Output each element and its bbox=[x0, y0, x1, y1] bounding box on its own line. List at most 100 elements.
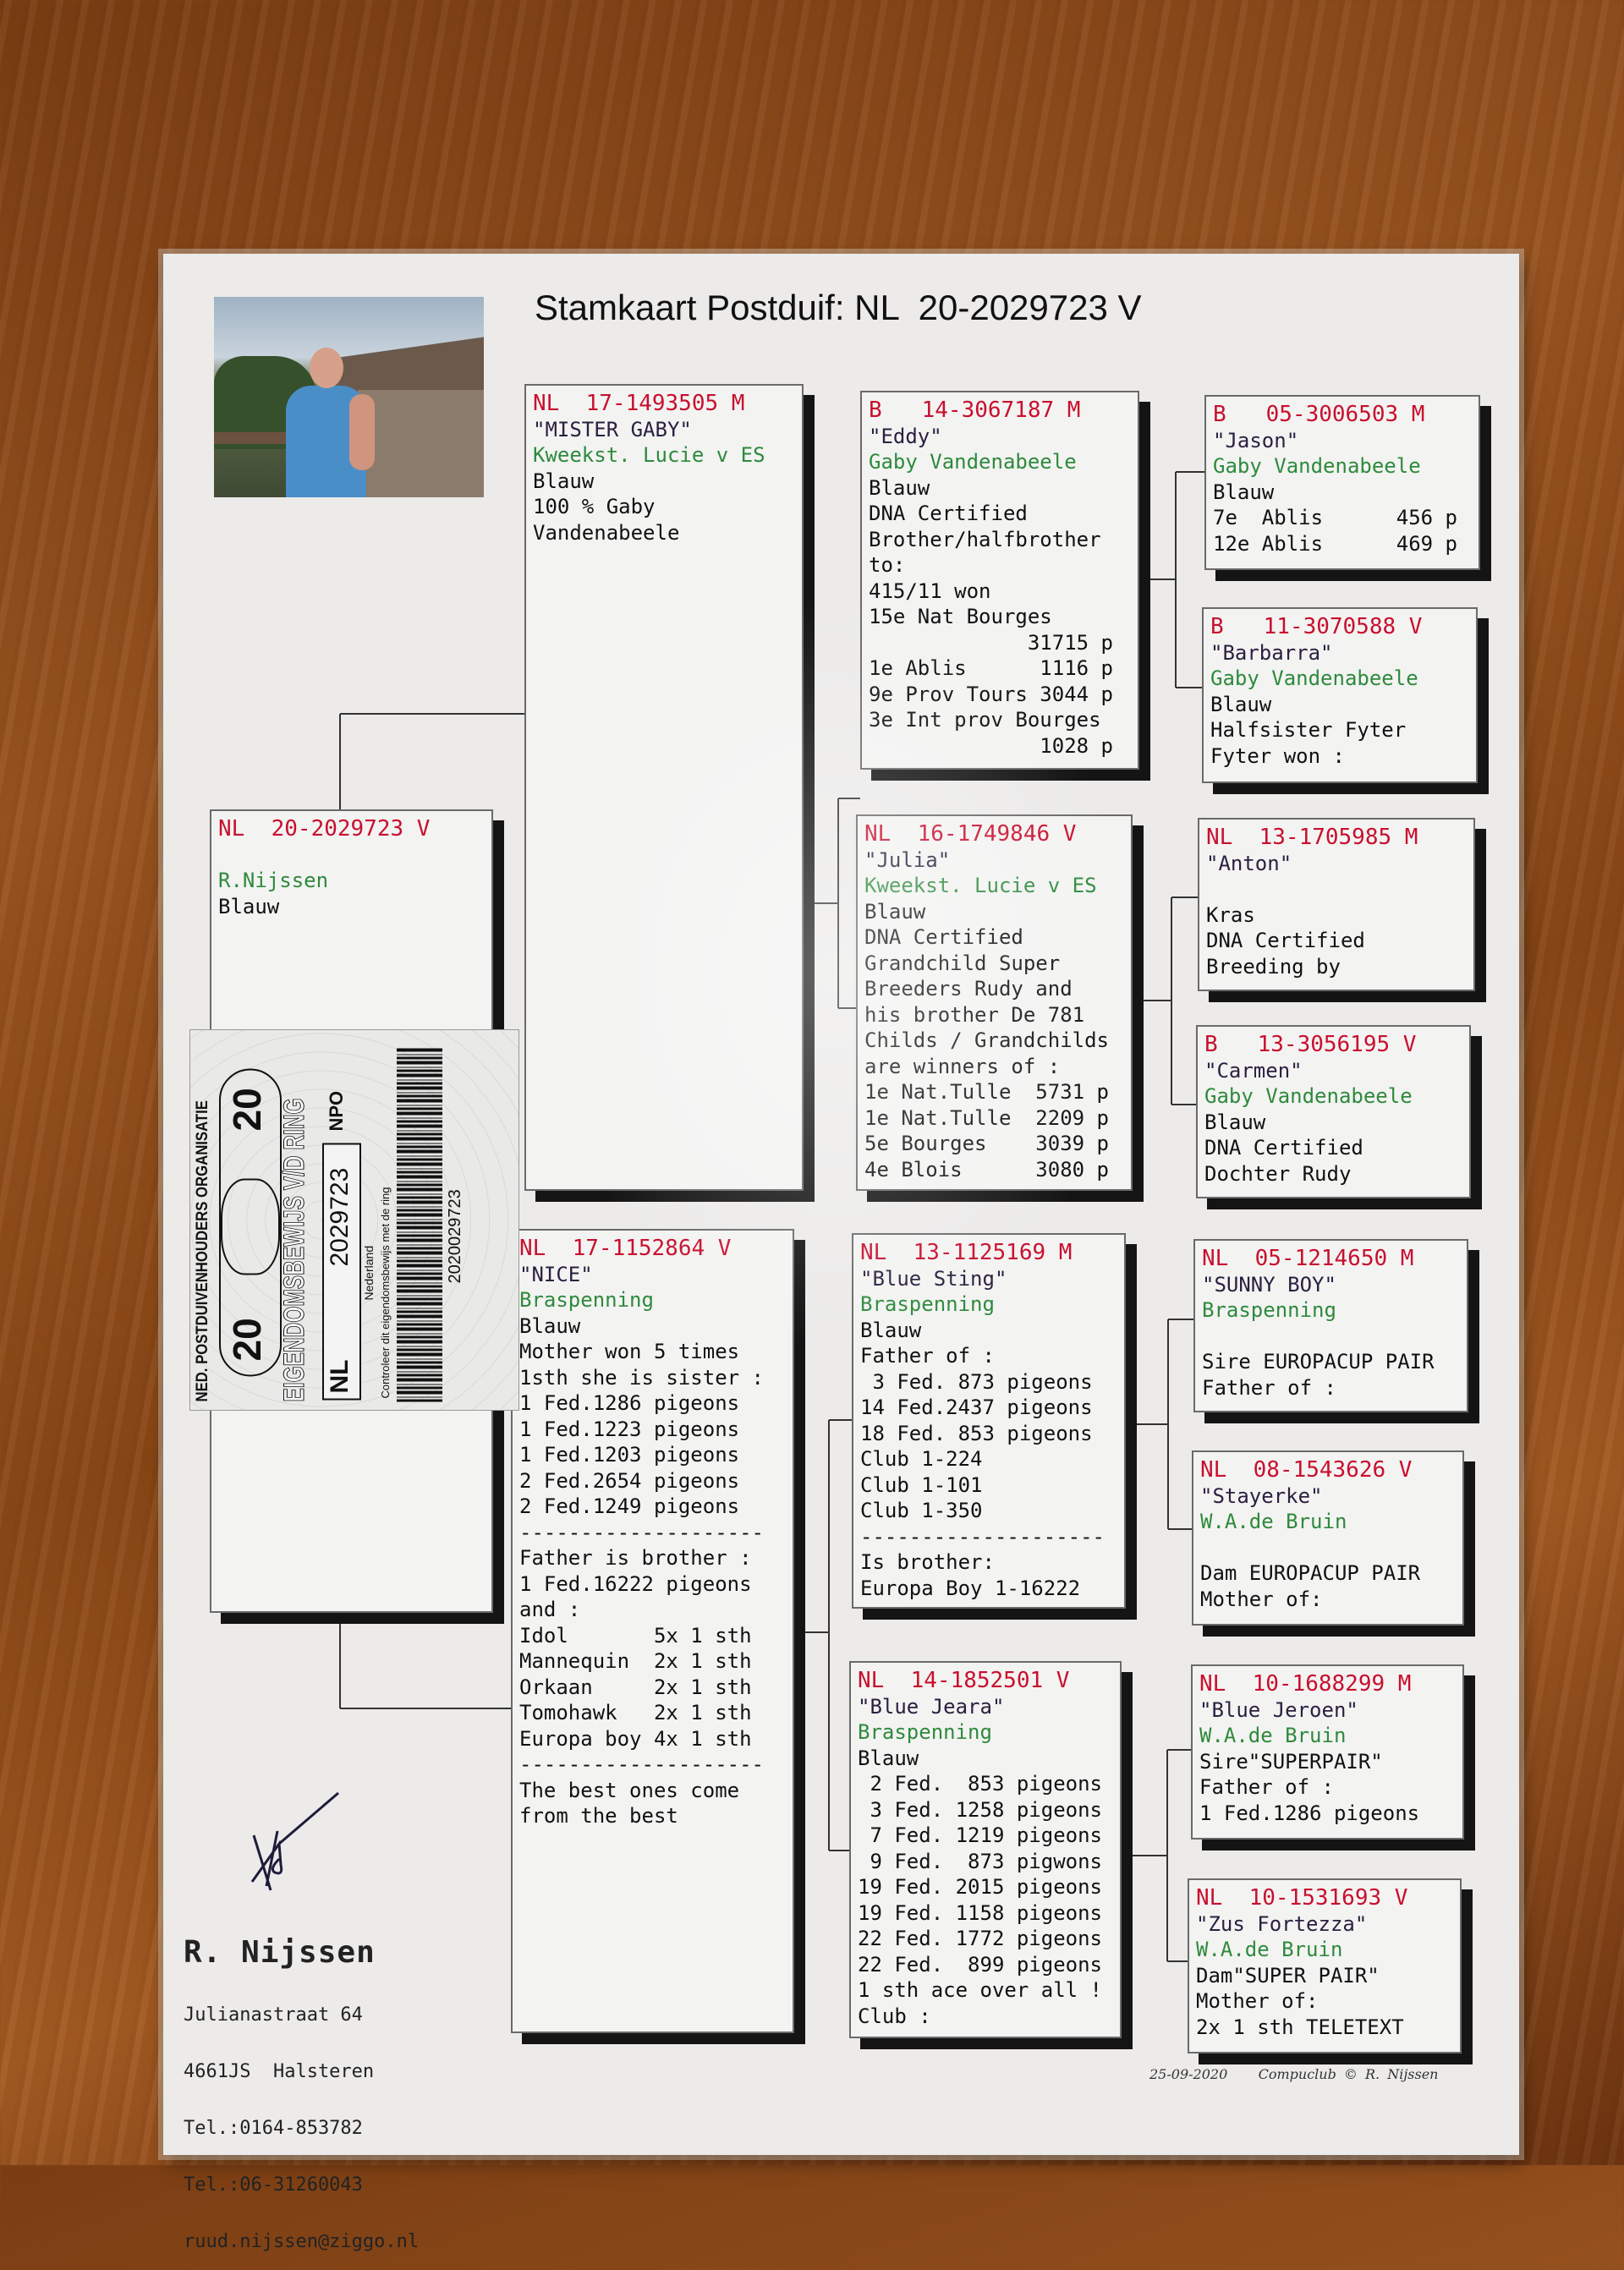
ring-number: NL 08-1543626 V bbox=[1200, 1457, 1413, 1483]
info-line: Sire EUROPACUP PAIR bbox=[1202, 1350, 1435, 1374]
pigeon-name: "Zus Fortezza" bbox=[1196, 1911, 1368, 1936]
card-ring-number: 2029723 bbox=[326, 1167, 354, 1266]
info-line: Blauw bbox=[858, 1746, 919, 1770]
info-line: DNA Certified bbox=[1206, 929, 1365, 952]
pigeon-box-gen4-7: NL 10-1688299 M"Blue Jeroen"W.A.de Bruin… bbox=[1191, 1664, 1464, 1840]
pigeon-name: "Jason" bbox=[1213, 428, 1299, 452]
info-line: Father of : bbox=[1199, 1775, 1334, 1799]
info-line: Breeding by bbox=[1206, 954, 1341, 979]
breeder: Kweekst. Lucie v ES bbox=[864, 874, 1097, 897]
lion-emblem-icon bbox=[221, 1178, 280, 1275]
info-line: Vandenabeele bbox=[533, 520, 680, 545]
info-line: 22 Fed. 1772 pigeons bbox=[858, 1927, 1102, 1950]
info-line: 2 Fed. 853 pigeons bbox=[858, 1772, 1102, 1796]
info-line: from the best bbox=[519, 1804, 678, 1828]
pigeon-box-sire-dam: NL 16-1749846 V"Julia"Kweekst. Lucie v E… bbox=[856, 814, 1133, 1191]
info-line: Blauw bbox=[864, 899, 926, 924]
info-line: Club 1-101 bbox=[860, 1472, 983, 1497]
info-line: Grandchild Super bbox=[864, 951, 1061, 975]
info-line: Mother of: bbox=[1196, 1989, 1319, 2013]
info-line: 19 Fed. 2015 pigeons bbox=[858, 1875, 1102, 1899]
info-line: 2 Fed.1249 pigeons bbox=[519, 1494, 740, 1518]
pigeon-box-gen4-2: B 11-3070588 V"Barbarra"Gaby Vandenabeel… bbox=[1202, 607, 1478, 783]
info-line: Blauw bbox=[860, 1318, 922, 1342]
card-organisation: NED. POSTDUIVENHOUDERS ORGANISATIE bbox=[194, 1099, 211, 1401]
info-line: 12e Ablis 469 p bbox=[1213, 531, 1457, 556]
info-line: 9e Prov Tours 3044 p bbox=[869, 682, 1113, 706]
info-line: his brother De 781 bbox=[864, 1002, 1085, 1027]
info-line: 15e Nat Bourges bbox=[869, 605, 1052, 628]
info-line: Mother won 5 times bbox=[519, 1340, 740, 1363]
barcode bbox=[397, 1046, 442, 1401]
card-heading: EIGENDOMSBEWIJS V/D RING bbox=[278, 1097, 311, 1401]
info-line: 5e Bourges 3039 p bbox=[864, 1132, 1109, 1155]
info-line: Dochter Rudy bbox=[1204, 1161, 1352, 1186]
ring-number: NL 17-1493505 M bbox=[533, 391, 745, 416]
pigeon-name: "Carmen" bbox=[1204, 1058, 1303, 1083]
breeder: Gaby Vandenabeele bbox=[1210, 666, 1418, 690]
ring-number: NL 10-1531693 V bbox=[1196, 1885, 1408, 1911]
pigeon-name: "Eddy" bbox=[869, 424, 942, 448]
info-line bbox=[1202, 1324, 1460, 1350]
ring-number: NL 05-1214650 M bbox=[1202, 1246, 1414, 1271]
breeder: Braspenning bbox=[519, 1288, 654, 1312]
info-line: 100 % Gaby bbox=[533, 495, 656, 518]
owner-phone-2: Tel.:06-31260043 bbox=[184, 2174, 363, 2196]
info-line: 3 Fed. 873 pigeons bbox=[860, 1369, 1093, 1394]
print-date: 25-09-2020 bbox=[1149, 2066, 1228, 2082]
info-line: Blauw bbox=[869, 475, 930, 500]
info-line: Halfsister Fyter bbox=[1210, 718, 1407, 742]
owner-street: Julianastraat 64 bbox=[184, 2004, 363, 2026]
info-line: 1e Nat.Tulle 2209 p bbox=[864, 1105, 1109, 1130]
ring-number: B 11-3070588 V bbox=[1210, 614, 1423, 639]
info-line: 4e Blois 3080 p bbox=[864, 1157, 1109, 1182]
info-line: Club 1-224 bbox=[860, 1447, 983, 1471]
breeder bbox=[1206, 876, 1467, 902]
info-line: Mannequin 2x 1 sth bbox=[519, 1649, 752, 1673]
info-line: DNA Certified bbox=[869, 502, 1028, 525]
pigeon-name: "SUNNY BOY" bbox=[1202, 1272, 1336, 1297]
card-year-left: 20 bbox=[225, 1317, 269, 1361]
info-line: 7e Ablis 456 p bbox=[1213, 506, 1457, 529]
info-line: Tomohawk 2x 1 sth bbox=[519, 1701, 752, 1724]
info-line: Sire"SUPERPAIR" bbox=[1199, 1749, 1383, 1774]
pigeon-box-sire: NL 17-1493505 M"MISTER GABY"Kweekst. Luc… bbox=[524, 384, 804, 1191]
ring-number: B 13-3056195 V bbox=[1204, 1032, 1417, 1057]
ring-number: B 05-3006503 M bbox=[1213, 402, 1425, 427]
info-line: 18 Fed. 853 pigeons bbox=[860, 1421, 1093, 1445]
owner-city: 4661JS Halsteren bbox=[184, 2061, 375, 2082]
info-line: and : bbox=[519, 1598, 581, 1621]
breeder: Gaby Vandenabeele bbox=[1213, 454, 1421, 478]
pigeon-name: "MISTER GABY" bbox=[533, 417, 692, 441]
info-line: Blauw bbox=[1210, 692, 1272, 716]
info-line: 2 Fed.2654 pigeons bbox=[519, 1468, 740, 1493]
ring-number: NL 14-1852501 V bbox=[858, 1668, 1070, 1693]
footer-credit: Compuclub © R. Nijssen bbox=[1258, 2066, 1439, 2082]
info-line: 31715 p bbox=[869, 630, 1113, 655]
card-year-right: 20 bbox=[225, 1087, 269, 1131]
info-line: Kras bbox=[1206, 902, 1255, 927]
page-title: Stamkaart Postduif: NL 20-2029723 V bbox=[535, 288, 1142, 327]
owner-email: ruud.nijssen@ziggo.nl bbox=[184, 2231, 420, 2252]
footer: 25-09-2020 Compuclub © R. Nijssen bbox=[1149, 2066, 1438, 2082]
signature bbox=[250, 1791, 339, 1891]
info-line: Mother of: bbox=[1200, 1587, 1323, 1611]
pigeon-name: "Anton" bbox=[1206, 851, 1292, 875]
info-line: Blauw bbox=[1213, 480, 1275, 504]
info-line: Brother/halfbrother bbox=[869, 527, 1101, 551]
breeder: Braspenning bbox=[860, 1292, 995, 1316]
info-line: Club 1-350 bbox=[860, 1499, 983, 1522]
info-line: Fyter won : bbox=[1210, 743, 1345, 768]
breeder: Braspenning bbox=[858, 1720, 992, 1744]
ring-number: NL 16-1749846 V bbox=[864, 821, 1077, 847]
info-line: Dam EUROPACUP PAIR bbox=[1200, 1561, 1421, 1585]
info-line: Blauw bbox=[1204, 1110, 1266, 1134]
info-line: Orkaan 2x 1 sth bbox=[519, 1675, 752, 1699]
info-line: 19 Fed. 1158 pigeons bbox=[858, 1900, 1102, 1925]
owner-name: R. Nijssen bbox=[184, 1935, 376, 1970]
